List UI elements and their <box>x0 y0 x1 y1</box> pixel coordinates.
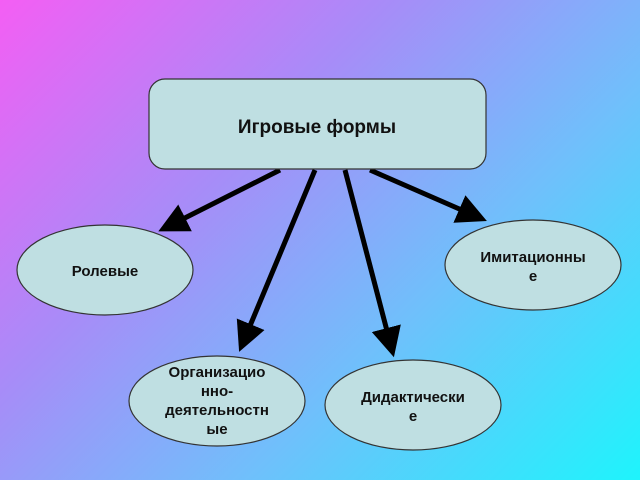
node-organizational-line: нно- <box>201 383 233 400</box>
arrow-to-organizational <box>236 169 318 352</box>
node-organizational-line: деятельностн <box>165 402 269 419</box>
node-organizational: Организацио нно- деятельностн ые <box>128 355 306 447</box>
node-imitation-line: е <box>529 268 537 285</box>
node-organizational-line: Организацио <box>169 364 266 381</box>
node-didactic: Дидактически е <box>324 359 502 451</box>
root-title: Игровые формы <box>238 117 396 138</box>
arrow-to-didactic <box>342 169 401 358</box>
arrows <box>158 167 487 358</box>
node-didactic-line: е <box>409 408 417 425</box>
node-didactic-line: Дидактически <box>361 389 465 406</box>
node-roles: Ролевые <box>16 224 194 316</box>
node-imitation-line: Имитационны <box>480 249 585 266</box>
arrow-to-imitation <box>369 167 487 223</box>
node-imitation: Имитационны е <box>444 219 622 311</box>
arrow-to-roles <box>158 167 282 232</box>
root-node: Игровые формы <box>148 78 487 170</box>
node-roles-label: Ролевые <box>72 263 138 280</box>
node-organizational-line: ые <box>206 421 227 438</box>
